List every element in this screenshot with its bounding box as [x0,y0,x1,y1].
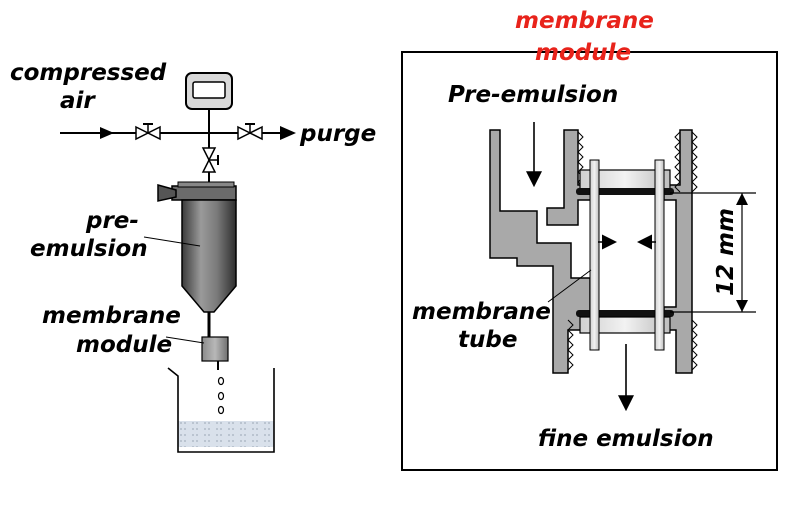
purge-label: purge [299,121,376,147]
lower-o-ring [576,310,674,317]
membrane-tube-label-2: tube [458,327,517,353]
membrane-tube-right-wall [654,159,665,351]
left-thread-bottom [567,319,574,371]
compressed-air-label-1: compressed [10,60,167,86]
purge-arrow-icon [280,126,296,140]
right-thread-top [674,131,681,193]
pre-emulsion-label-1: pre- [85,208,139,234]
left-valve-icon [135,123,161,141]
left-upper-jaw [546,129,595,226]
air-inlet-arrow-icon [100,127,114,139]
left-thread-top [577,131,584,193]
pre-emulsion-vessel [181,199,237,313]
membrane-tube-leader [547,269,592,303]
beaker [167,367,275,453]
membrane-module-label-1: membrane [42,303,181,329]
vessel-lid [157,181,237,202]
pressure-gauge-icon [185,72,233,185]
compressed-air-label-2: air [60,88,96,114]
upper-o-ring [576,188,674,195]
left-setup: compressed air purge pre- emulsion membr… [10,60,376,453]
membrane-module-label-2: module [76,332,172,358]
pre-emulsion-leader [143,236,201,247]
detail-title-line-2: module [535,40,631,66]
detail-title-line-1: membrane [515,8,654,34]
membrane-tube-left-wall [589,159,600,351]
vertical-valve-icon [201,147,219,173]
right-thread-bottom [691,319,698,371]
droplets [217,376,225,415]
right-thread-outer [691,131,698,193]
dimension-label: 12 mm [713,208,739,296]
pre-emulsion-label-2: emulsion [30,236,148,262]
lower-cap [579,316,671,334]
fine-emulsion-label: fine emulsion [538,426,714,452]
dimension-12mm: 12 mm [670,192,756,313]
right-valve-icon [237,123,263,141]
right-detail: 12 mm Pre-emulsion membrane tube fine em… [401,51,778,471]
membrane-tube-label-1: membrane [412,299,551,325]
small-membrane-module [201,336,229,362]
detail-pre-emulsion-label: Pre-emulsion [448,82,618,108]
module-leader [165,336,205,344]
